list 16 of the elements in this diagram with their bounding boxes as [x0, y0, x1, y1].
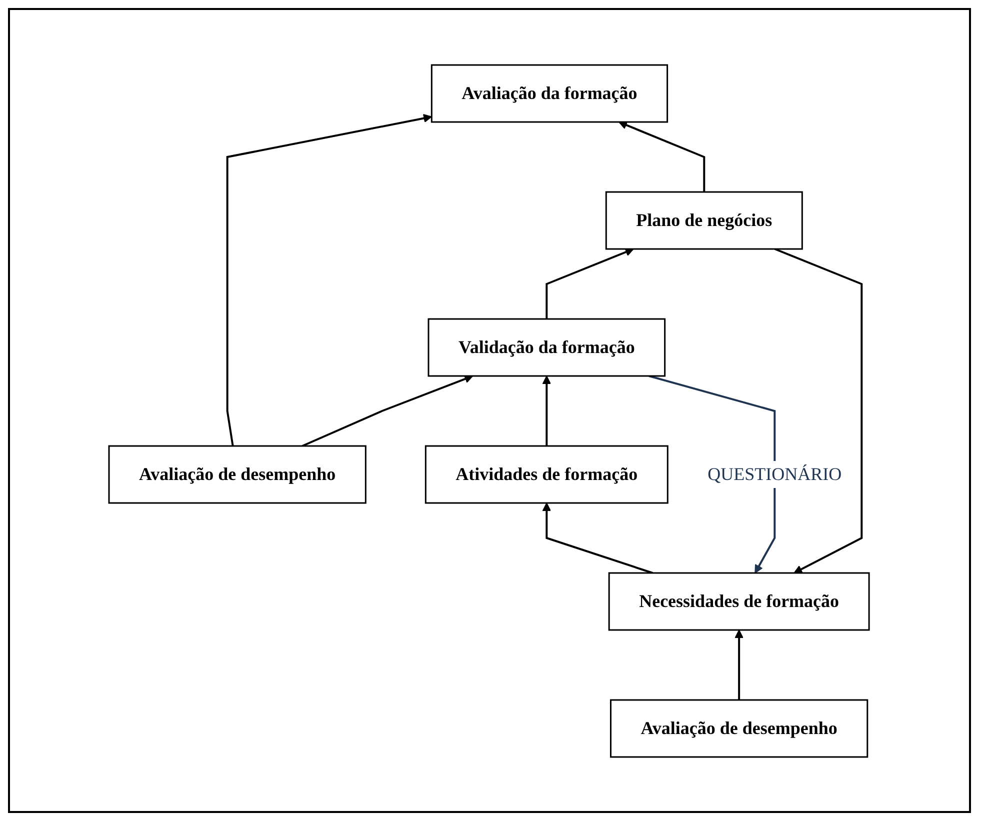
node-box: Atividades de formação	[425, 444, 669, 504]
arrow	[542, 375, 552, 446]
node-box: Avaliação de desempenho	[108, 444, 367, 504]
node-box: Validação da formação	[428, 318, 666, 376]
arrow	[774, 248, 864, 573]
arrow	[735, 629, 744, 700]
edge-label: QUESTIONÁRIO	[708, 463, 842, 484]
node-box: Necessidades de formação	[608, 572, 870, 630]
node-box: Avaliação de desempenho	[610, 698, 869, 758]
arrow	[649, 374, 776, 573]
arrow	[618, 120, 706, 192]
arrow	[226, 113, 433, 446]
node-box: Plano de negócios	[606, 190, 804, 250]
node-box: Avaliação da formação	[431, 64, 669, 122]
arrow	[302, 374, 474, 446]
arrow	[546, 247, 634, 318]
